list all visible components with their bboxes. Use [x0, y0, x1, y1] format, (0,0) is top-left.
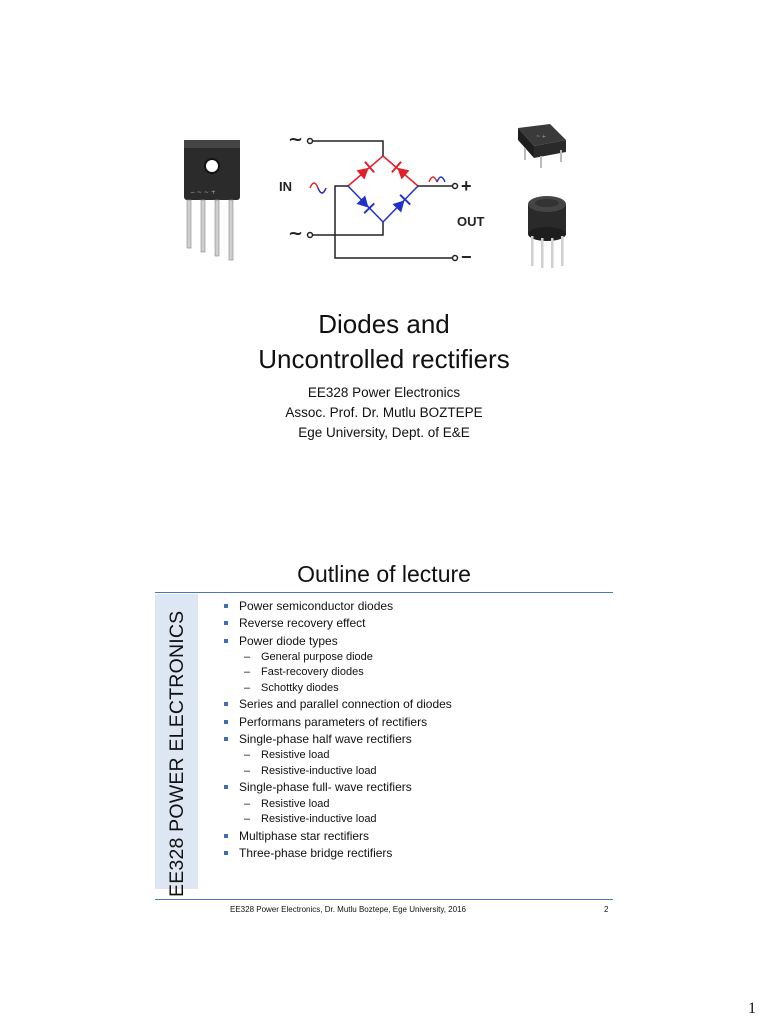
slide-footer: EE328 Power Electronics, Dr. Mutlu Bozte…	[230, 905, 466, 914]
dash-bullet-icon: –	[244, 813, 251, 826]
page-number: 1	[748, 1000, 756, 1017]
dash-bullet-icon: –	[244, 650, 251, 663]
course-name: EE328 Power Electronics	[307, 385, 461, 400]
input-sine-wave-icon	[309, 182, 327, 194]
square-bullet-icon	[224, 604, 228, 608]
dash-bullet-icon: –	[244, 749, 251, 762]
dash-bullet-icon: –	[244, 764, 251, 777]
outline-subitem: –General purpose diode	[222, 650, 612, 666]
outline-item-text: Performans parameters of rectifiers	[239, 714, 428, 729]
bridge-circuit-diagram	[306, 137, 459, 262]
outline-item-text: Resistive load	[261, 797, 330, 810]
sidebar-course-label: EE328 POWER ELECTRONICS	[166, 610, 188, 897]
round-bridge-package-image	[528, 196, 566, 268]
sidebar-band	[155, 594, 198, 889]
author-name: Assoc. Prof. Dr. Mutlu BOZTEPE	[285, 405, 483, 420]
outline-item-text: Resistive load	[261, 749, 330, 762]
slide1-title-line1: Diodes and	[318, 309, 450, 339]
tilde-label-top: ~	[288, 129, 303, 150]
out-label: OUT	[457, 214, 485, 229]
dash-bullet-icon: –	[244, 797, 251, 810]
diode-symbols	[356, 161, 411, 214]
bridge-rectifier-illustration: − ~ ~ +	[150, 110, 620, 275]
outline-subitem: –Fast-recovery diodes	[222, 665, 612, 681]
outline-subitem: –Resistive load	[222, 748, 612, 764]
outline-item: Reverse recovery effect	[222, 615, 612, 632]
square-bullet-icon	[224, 621, 228, 626]
svg-text:~ +: ~ +	[536, 134, 546, 140]
minus-label: −	[461, 247, 472, 267]
square-bullet-icon	[224, 638, 228, 643]
flat-bridge-package-image: − ~ ~ +	[184, 140, 240, 261]
slide1-title-line2: Uncontrolled rectifiers	[258, 344, 510, 374]
dash-bullet-icon: –	[244, 681, 251, 694]
outline-item: Power semiconductor diodes	[222, 598, 612, 615]
slide2-title: Outline of lecture	[297, 561, 471, 587]
outline-item-text: Power diode types	[239, 633, 338, 648]
square-bullet-icon	[224, 719, 228, 724]
outline-item-text: Reverse recovery effect	[239, 616, 366, 631]
tilde-label-bottom: ~	[288, 223, 303, 244]
dash-bullet-icon: –	[244, 666, 251, 679]
outline-item-text: Power semiconductor diodes	[239, 599, 394, 613]
output-rectified-wave-icon	[428, 176, 446, 183]
outline-item: Performans parameters of rectifiers	[222, 714, 612, 731]
outline-item-text: Resistive-inductive load	[261, 764, 377, 777]
outline-item-text: General purpose diode	[261, 650, 373, 663]
outline-item: Multiphase star rectifiers	[222, 828, 612, 845]
square-bullet-icon	[224, 785, 228, 790]
outline-item-text: Multiphase star rectifiers	[239, 828, 370, 843]
outline-item: Single-phase full- wave rectifiers	[222, 779, 612, 796]
outline-item: Series and parallel connection of diodes	[222, 696, 612, 713]
outline-item: Power diode types	[222, 633, 612, 650]
slide-number: 2	[604, 905, 609, 914]
outline-item-text: Single-phase half wave rectifiers	[239, 731, 412, 746]
svg-text:− ~ ~ +: − ~ ~ +	[190, 189, 216, 196]
top-divider	[155, 592, 613, 593]
outline-subitem: –Resistive-inductive load	[222, 764, 612, 780]
in-label: IN	[279, 179, 292, 194]
outline-subitem: –Resistive-inductive load	[222, 812, 612, 828]
outline-item-text: Three-phase bridge rectifiers	[239, 845, 393, 860]
outline-item-text: Series and parallel connection of diodes	[239, 697, 452, 712]
square-bridge-package-image: ~ +	[518, 124, 566, 168]
bottom-divider	[155, 899, 613, 900]
affiliation: Ege University, Dept. of E&E	[298, 425, 470, 440]
square-bullet-icon	[224, 736, 228, 741]
square-bullet-icon	[224, 833, 228, 838]
outline-item: Three-phase bridge rectifiers	[222, 845, 612, 862]
outline-item-text: Resistive-inductive load	[261, 813, 377, 826]
outline-subitem: –Schottky diodes	[222, 681, 612, 697]
outline-item-text: Schottky diodes	[261, 681, 339, 694]
outline-item: Single-phase half wave rectifiers	[222, 731, 612, 748]
plus-label: +	[461, 176, 472, 196]
outline-item-text: Fast-recovery diodes	[261, 666, 364, 679]
outline-subitem: –Resistive load	[222, 797, 612, 813]
outline-item-text: Single-phase full- wave rectifiers	[239, 780, 412, 795]
square-bullet-icon	[224, 850, 228, 855]
square-bullet-icon	[224, 702, 228, 707]
